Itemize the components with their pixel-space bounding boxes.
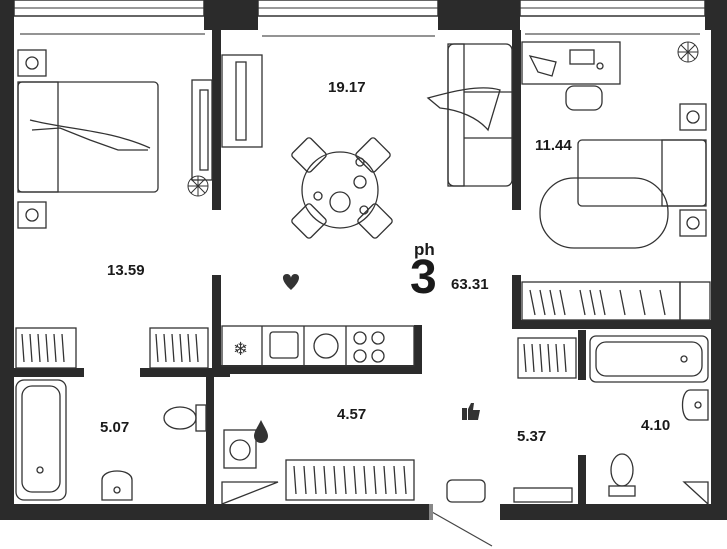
apartment-type-badge: ph 3 xyxy=(410,240,454,310)
washing-machine xyxy=(223,429,257,469)
sofa xyxy=(426,43,513,187)
toilet-left xyxy=(163,404,207,432)
window-top-left xyxy=(13,0,205,17)
shoe-rack xyxy=(513,487,573,503)
curtain-rails xyxy=(20,33,700,37)
room-type-prefix: ph xyxy=(414,240,435,259)
bathtub-right xyxy=(589,335,709,383)
nightstand-bottom-left xyxy=(17,201,47,229)
total-area: 63.31 xyxy=(451,276,489,293)
dining-table xyxy=(291,137,393,239)
interior-walls xyxy=(14,30,711,505)
window-top-middle xyxy=(257,0,439,17)
plant-left xyxy=(187,175,209,197)
sink-left xyxy=(101,470,133,501)
sink-right xyxy=(681,389,709,421)
nightstand-top-left xyxy=(17,49,47,77)
bed-right xyxy=(539,103,707,249)
area-bedroom-left: 13.59 xyxy=(107,262,145,279)
area-living-room: 19.17 xyxy=(328,79,366,96)
kitchen-counter xyxy=(221,325,415,367)
area-bedroom-right: 11.44 xyxy=(535,137,572,154)
hallway-wardrobe xyxy=(285,459,415,501)
tv-stand-living xyxy=(221,54,263,148)
toilet-right xyxy=(608,453,636,497)
tv-stand-left xyxy=(191,79,213,181)
wardrobe-left-bedroom xyxy=(15,327,209,369)
wardrobe-bath-corridor xyxy=(517,337,577,379)
area-bathroom-left: 5.07 xyxy=(100,419,130,436)
snowflake-icon: ❄ xyxy=(233,339,248,360)
window-top-right xyxy=(519,0,706,17)
area-kitchen-corridor: 4.57 xyxy=(337,406,367,423)
area-hallway: 5.37 xyxy=(517,428,547,445)
bathtub-left xyxy=(15,379,67,501)
exterior-walls xyxy=(0,0,727,520)
doormat xyxy=(446,479,486,503)
area-bathroom-right: 4.10 xyxy=(641,417,671,434)
door-swing-bath xyxy=(682,481,709,506)
wardrobe-right-bedroom xyxy=(521,281,711,321)
bed-left xyxy=(17,81,159,193)
heart-icon xyxy=(282,274,300,290)
plant-right xyxy=(677,41,699,63)
water-drop-icon xyxy=(254,420,268,443)
room-count: 3 xyxy=(410,251,437,304)
desk xyxy=(521,41,621,111)
door-swing-hall xyxy=(221,481,279,505)
thumbs-up-icon xyxy=(462,403,480,420)
entrance-arrow-icon xyxy=(429,504,493,547)
